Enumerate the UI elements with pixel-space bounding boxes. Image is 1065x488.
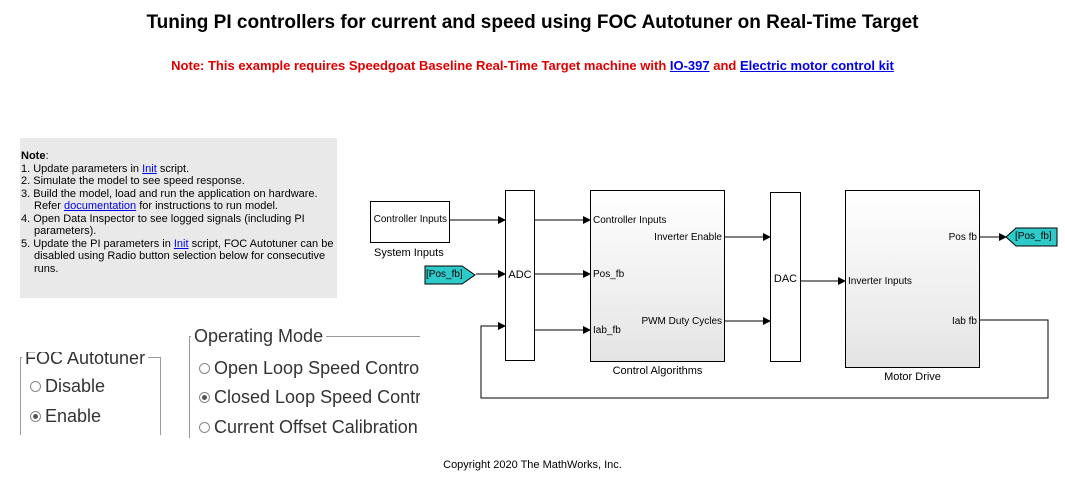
instruction-text: script, FOC Autotuner can be disabled us… bbox=[34, 237, 334, 275]
motor-drive-block[interactable]: Inverter Inputs Pos fb Iab fb bbox=[845, 190, 980, 368]
radio-button-icon[interactable] bbox=[199, 421, 210, 433]
note-heading-colon: : bbox=[45, 150, 49, 162]
dac-label: DAC bbox=[773, 273, 798, 285]
adc-label: ADC bbox=[508, 269, 532, 281]
electric-motor-control-kit-link[interactable]: Electric motor control kit bbox=[739, 58, 894, 73]
radio-button-selected-icon[interactable] bbox=[30, 410, 41, 422]
page-title: Tuning PI controllers for current and sp… bbox=[146, 12, 919, 33]
foc-autotuner-group: FOC Autotuner Disable Enable bbox=[20, 352, 161, 435]
pos-fb-from-label: [Pos_fb] bbox=[426, 269, 463, 280]
note-middle: and bbox=[709, 58, 740, 73]
radio-closed-loop-speed-control[interactable]: Closed Loop Speed Contr bbox=[199, 387, 420, 407]
inverter-inputs-in-port: Inverter Inputs bbox=[848, 276, 912, 287]
controller-inputs-port-label: Controller Inputs bbox=[373, 214, 447, 225]
instruction-text: 3. Build the model, load and run the app… bbox=[21, 187, 318, 213]
radio-label: Open Loop Speed Contro bbox=[214, 358, 420, 378]
pos-fb-from-tag[interactable] bbox=[424, 265, 480, 285]
note-prefix: Note: This example requires Speedgoat Ba… bbox=[171, 58, 670, 73]
instructions-note-box: Note: 1. Update parameters in Init scrip… bbox=[20, 138, 337, 298]
system-inputs-label: System Inputs bbox=[374, 247, 444, 259]
instruction-text: script. bbox=[156, 162, 190, 175]
instruction-item: 1. Update parameters in Init script. bbox=[21, 163, 337, 176]
radio-current-offset-calibration[interactable]: Current Offset Calibration bbox=[199, 417, 418, 437]
instruction-text: 5. Update the PI parameters in bbox=[21, 237, 174, 250]
adc-block[interactable]: ADC bbox=[505, 190, 535, 361]
pos-fb-out-port: Pos fb bbox=[948, 232, 977, 243]
pos-fb-goto-label: [Pos_fb] bbox=[1015, 231, 1052, 242]
radio-disable[interactable]: Disable bbox=[30, 376, 105, 396]
requirements-note: Note: This example requires Speedgoat Ba… bbox=[0, 58, 1065, 73]
init-link[interactable]: Init bbox=[142, 162, 157, 175]
instruction-item: 5. Update the PI parameters in Init scri… bbox=[21, 238, 337, 276]
instruction-item: 4. Open Data Inspector to see logged sig… bbox=[21, 212, 305, 238]
controller-inputs-in-port: Controller Inputs bbox=[593, 215, 667, 226]
radio-enable[interactable]: Enable bbox=[30, 406, 101, 426]
io-397-link[interactable]: IO-397 bbox=[669, 58, 710, 73]
control-algorithms-block[interactable]: Controller Inputs Pos_fb Iab_fb Inverter… bbox=[590, 190, 725, 362]
iab-fb-in-port: Iab_fb bbox=[593, 325, 621, 336]
pos-fb-goto-tag[interactable] bbox=[1005, 227, 1059, 247]
operating-mode-group: Operating Mode Open Loop Speed Contro Cl… bbox=[189, 322, 420, 438]
foc-autotuner-group-border-right bbox=[160, 357, 161, 435]
radio-button-icon[interactable] bbox=[30, 380, 41, 392]
foc-autotuner-title: FOC Autotuner bbox=[22, 352, 149, 368]
note-heading: Note: bbox=[21, 150, 337, 163]
motor-drive-label: Motor Drive bbox=[884, 371, 941, 383]
system-inputs-block[interactable]: Controller Inputs bbox=[370, 201, 450, 243]
copyright: Copyright 2020 The MathWorks, Inc. bbox=[443, 459, 622, 471]
instructions-list: 1. Update parameters in Init script. 2. … bbox=[21, 163, 337, 276]
radio-open-loop-speed-control[interactable]: Open Loop Speed Contro bbox=[199, 358, 419, 378]
iab-fb-out-port: Iab fb bbox=[951, 316, 977, 327]
radio-button-icon[interactable] bbox=[199, 362, 210, 374]
instruction-text: 1. Update parameters in bbox=[21, 162, 143, 175]
inverter-enable-out-port: Inverter Enable bbox=[654, 232, 722, 243]
note-heading-label: Note bbox=[21, 150, 46, 162]
documentation-link[interactable]: documentation bbox=[63, 200, 137, 212]
radio-label: Enable bbox=[45, 406, 102, 426]
dac-block[interactable]: DAC bbox=[770, 192, 801, 362]
radio-label: Disable bbox=[45, 376, 106, 396]
control-algorithms-label: Control Algorithms bbox=[612, 365, 703, 377]
pos-fb-in-port: Pos_fb bbox=[593, 269, 625, 280]
init-link[interactable]: Init bbox=[173, 237, 189, 250]
operating-mode-title: Operating Mode bbox=[191, 326, 327, 346]
instruction-item: 2. Simulate the model to see speed respo… bbox=[21, 175, 245, 187]
radio-label: Closed Loop Speed Contr bbox=[214, 387, 420, 407]
radio-label: Current Offset Calibration bbox=[214, 417, 418, 437]
radio-button-selected-icon[interactable] bbox=[199, 391, 210, 403]
pwm-duty-cycles-out-port: PWM Duty Cycles bbox=[641, 316, 722, 327]
instruction-item: 3. Build the model, load and run the app… bbox=[21, 188, 337, 213]
instruction-text: for instructions to run model. bbox=[136, 200, 278, 212]
